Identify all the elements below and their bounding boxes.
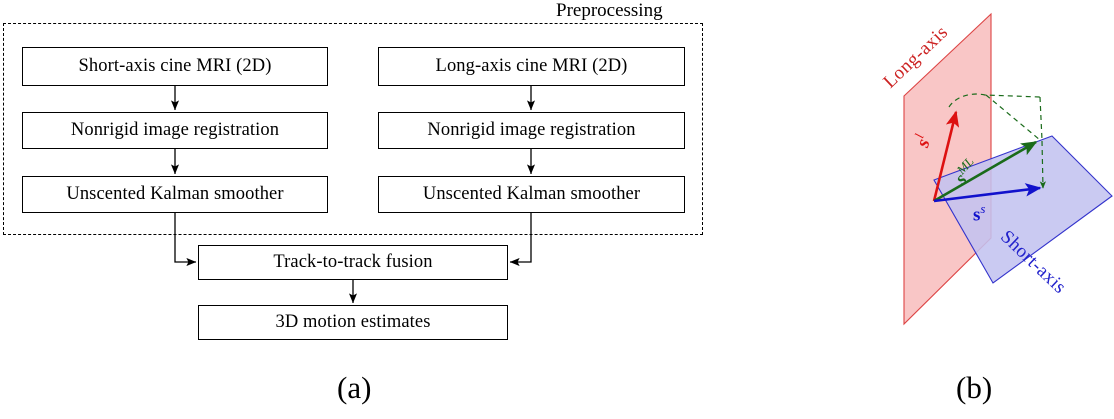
caption-panel-a: (a): [337, 370, 372, 405]
box-long-axis-input[interactable]: Long-axis cine MRI (2D): [378, 47, 685, 86]
dashed-projection-drop: [1039, 140, 1046, 189]
box-3d-motion-estimates[interactable]: 3D motion estimates: [198, 305, 508, 340]
box-short-axis-registration[interactable]: Nonrigid image registration: [22, 112, 328, 149]
box-short-axis-smoother[interactable]: Unscented Kalman smoother: [22, 176, 328, 213]
label-vector-s-ml: sML: [950, 153, 977, 189]
preprocessing-group-title: Preprocessing: [556, 0, 663, 21]
vector-s-l: [932, 110, 960, 202]
box-long-axis-smoother[interactable]: Unscented Kalman smoother: [378, 176, 685, 213]
dashed-projection-diagonal: [985, 94, 1041, 141]
dashed-projection-right-down: [1039, 96, 1043, 141]
preprocessing-dashed-container: [3, 23, 703, 235]
box-long-axis-registration[interactable]: Nonrigid image registration: [378, 112, 685, 149]
vector-s-ml: [933, 140, 1038, 203]
label-short-axis-plane: Short-axis: [996, 226, 1071, 299]
panel-b-geometry: Long-axis Short-axis sl sML ss (b): [840, 0, 1114, 419]
label-vector-s-s: ss: [973, 201, 986, 226]
panel-a-flowchart: Preprocessing Short-axis cine MRI (2D) N…: [3, 0, 703, 405]
box-short-axis-input[interactable]: Short-axis cine MRI (2D): [22, 47, 328, 86]
vector-s-s: [933, 183, 1042, 203]
caption-panel-b: (b): [956, 370, 993, 405]
label-long-axis-plane: Long-axis: [879, 21, 953, 93]
label-vector-s-l: sl: [911, 131, 935, 150]
box-track-to-track-fusion[interactable]: Track-to-track fusion: [198, 245, 508, 280]
dashed-projection-top-left: [948, 93, 1041, 108]
